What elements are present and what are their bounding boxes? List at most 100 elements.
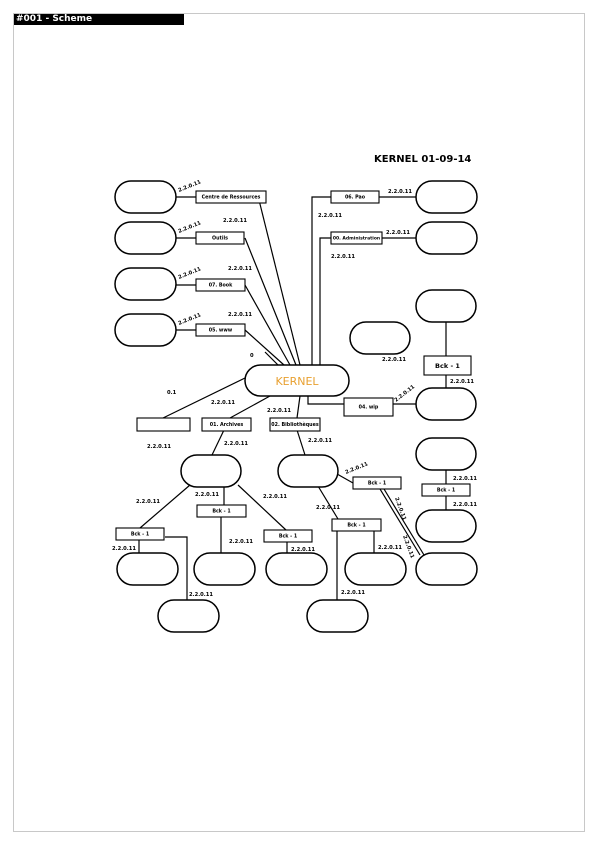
line-archives-apill [211, 429, 225, 456]
box-bck-b1 [331, 518, 382, 532]
pill-centre [114, 180, 177, 214]
label-version-26: 2.2.0.11 [195, 492, 219, 498]
label-version-10: 2.2.0.11 [386, 230, 410, 236]
line-bck1-long [165, 536, 188, 600]
pill-admin [415, 221, 478, 255]
box-bck-a2 [196, 504, 247, 518]
label-version-12: 2.2.0.11 [382, 357, 406, 363]
box-archives-label: 01. Archives [210, 422, 244, 428]
line-apill-bck3 [237, 484, 287, 531]
label-version-34: 2.2.0.11 [341, 590, 365, 596]
pill-archives [180, 454, 242, 488]
page-frame [13, 13, 585, 832]
line-kernel-admin [319, 237, 331, 365]
page-header: #001 - Scheme [14, 14, 184, 25]
label-version-25: 2.2.0.11 [136, 499, 160, 505]
pill-right-3 [415, 509, 477, 543]
label-version-19: 2.2.0.11 [308, 438, 332, 444]
pill-b1 [344, 552, 407, 586]
line-bck5-pillF [379, 488, 421, 556]
label-version-7: 2.2.0.11 [228, 312, 252, 318]
pill-book [114, 267, 177, 301]
box-book-label: 07. Book [209, 283, 233, 289]
box-admin-label: 00. Administration [333, 236, 380, 242]
box-www [195, 323, 246, 337]
line-kernel-www [244, 329, 285, 366]
box-bck-r2 [421, 483, 471, 497]
box-biblio-label: 02. Bibliothèques [271, 421, 319, 428]
box-pao [330, 190, 380, 204]
label-version-5: 2.2.0.11 [223, 218, 247, 224]
kernel-label: KERNEL [275, 375, 319, 388]
box-bck-a1-label: Bck - 1 [131, 532, 149, 538]
box-empty [136, 417, 191, 432]
label-version-13: 2.2.0.11 [450, 379, 474, 385]
pill-biblio [277, 454, 339, 488]
box-bck-right [423, 355, 472, 376]
box-www-label: 05. www [209, 328, 233, 334]
line-kernel-pao [311, 196, 331, 365]
pill-right-top [415, 289, 477, 323]
label-version-18: 2.2.0.11 [224, 441, 248, 447]
box-bck-b1-label: Bck - 1 [347, 523, 365, 529]
pill-pao [415, 180, 478, 214]
box-bck-a1 [115, 527, 165, 541]
pill-b2 [415, 552, 478, 586]
line-bpill-bck4 [317, 485, 339, 520]
line-biblio-bpill [296, 429, 306, 456]
line-kernel-wip [307, 396, 344, 405]
pill-a1 [116, 552, 179, 586]
box-bck-b2-label: Bck - 1 [368, 481, 386, 487]
label-version-6: 2.2.0.11 [228, 266, 252, 272]
box-biblio [269, 417, 321, 432]
line-kernel-stub [264, 351, 279, 366]
label-version-15: 2.2.0.11 [211, 400, 235, 406]
box-bck-right-label: Bck - 1 [435, 362, 460, 370]
diagram-title: KERNEL 01-09-14 [374, 154, 472, 165]
pill-a2 [193, 552, 256, 586]
label-version-27: 2.2.0.11 [263, 494, 287, 500]
label-zero-one: 0.1 [167, 390, 177, 396]
box-bck-r2-label: Bck - 1 [437, 488, 455, 494]
label-version-16: 2.2.0.11 [267, 408, 291, 414]
box-centre-label: Centre de Ressources [202, 195, 261, 201]
label-version-29: 2.2.0.11 [112, 546, 136, 552]
label-version-11: 2.2.0.11 [331, 254, 355, 260]
label-version-24: 2.2.0.11 [401, 535, 415, 560]
pill-wip [415, 387, 477, 421]
box-wip-label: 04. wip [359, 405, 379, 411]
pill-outils [114, 221, 177, 255]
box-centre [195, 190, 267, 204]
line-kernel-01 [162, 377, 246, 419]
box-outils-label: Outils [212, 236, 228, 242]
line-bck5-pillF2 [383, 488, 425, 556]
label-version-33: 2.2.0.11 [189, 592, 213, 598]
label-zero: 0 [250, 353, 254, 359]
label-version-23: 2.2.0.11 [393, 497, 407, 522]
line-kernel-book [244, 284, 291, 366]
line-kernel-outils [244, 237, 297, 366]
line-kernel-biblio [296, 395, 301, 419]
pill-a3 [265, 552, 328, 586]
label-version-17: 2.2.0.11 [147, 444, 171, 450]
label-version-22: 2.2.0.11 [345, 461, 370, 476]
box-wip [343, 397, 394, 417]
label-version-8: 2.2.0.11 [388, 189, 412, 195]
box-book [195, 278, 246, 292]
label-version-30: 2.2.0.11 [229, 539, 253, 545]
label-version-20: 2.2.0.11 [453, 476, 477, 482]
box-pao-label: 06. Pao [345, 195, 366, 201]
pill-www [114, 313, 177, 347]
pill-mid-right [349, 321, 411, 355]
pill-b-long [306, 599, 369, 633]
label-version-28: 2.2.0.11 [316, 505, 340, 511]
pill-a-long [157, 599, 220, 633]
line-kernel-centre [257, 195, 301, 366]
label-version-14: 2.2.0.11 [394, 384, 417, 404]
line-kernel-archives [229, 395, 271, 419]
box-bck-a3-label: Bck - 1 [279, 534, 297, 540]
line-apill-bck1 [139, 484, 191, 529]
label-version-32: 2.2.0.11 [378, 545, 402, 551]
label-version-21: 2.2.0.11 [453, 502, 477, 508]
